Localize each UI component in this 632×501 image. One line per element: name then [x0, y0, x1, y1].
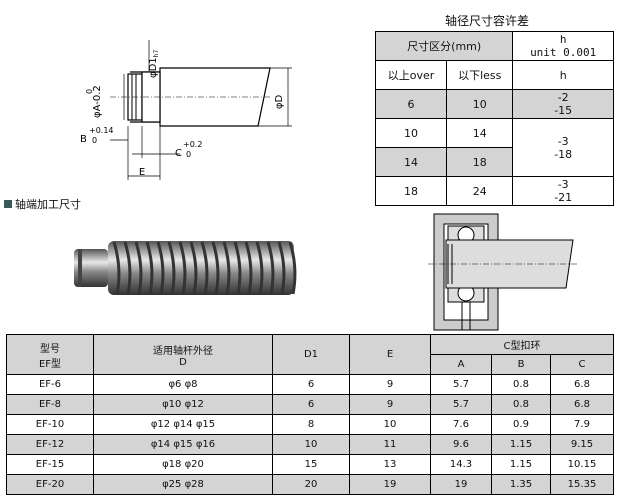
- cell-model: EF-6: [6, 374, 94, 395]
- cell-e: 13: [349, 454, 431, 475]
- ball-screw-image: [74, 241, 297, 295]
- cell-c: 6.8: [550, 374, 614, 395]
- cell-d1: 8: [272, 414, 350, 435]
- cell-shaft: φ25 φ28: [93, 474, 273, 495]
- cell-b: 1.35: [491, 474, 551, 495]
- tolerance-over: 6: [374, 89, 448, 119]
- cell-c: 10.15: [550, 454, 614, 475]
- cell-shaft: φ12 φ14 φ15: [93, 414, 273, 435]
- tolerance-h: -3-21: [512, 176, 614, 206]
- b-zero: 0: [92, 136, 97, 145]
- cell-a: 5.7: [430, 374, 492, 395]
- tolerance-over: 14: [374, 147, 448, 177]
- cell-c: 7.9: [550, 414, 614, 435]
- cell-b: 1.15: [491, 434, 551, 455]
- header-b: B: [491, 354, 551, 375]
- tolerance-over: 18: [374, 176, 448, 206]
- tolerance-h: -3-18: [512, 118, 614, 177]
- d-label: φD: [274, 95, 285, 110]
- e-label: E: [139, 167, 145, 178]
- cell-shaft: φ6 φ8: [93, 374, 273, 395]
- tolerance-sub-less: 以下less: [446, 60, 514, 90]
- d1-label: φD1h7: [148, 50, 160, 78]
- cell-c: 15.35: [550, 474, 614, 495]
- table-row: EF-15 φ18 φ20 15 13 14.3 1.15 10.15: [6, 454, 614, 475]
- cell-d1: 10: [272, 434, 350, 455]
- tolerance-title: 轴径尺寸容许差: [445, 14, 530, 28]
- cell-c: 9.15: [550, 434, 614, 455]
- cell-a: 9.6: [430, 434, 492, 455]
- header-d1: D1: [272, 334, 350, 375]
- cell-shaft: φ10 φ12: [93, 394, 273, 415]
- cell-d1: 20: [272, 474, 350, 495]
- tolerance-less: 10: [446, 89, 514, 119]
- tolerance-over: 10: [374, 118, 448, 148]
- tolerance-sub-over: 以上over: [374, 60, 448, 90]
- a-label: φA-0.2: [92, 85, 103, 118]
- cell-d1: 15: [272, 454, 350, 475]
- tolerance-col-range: 尺寸区分(mm): [374, 31, 514, 61]
- a-zero: 0: [85, 89, 94, 94]
- header-c: C: [550, 354, 614, 375]
- cell-e: 10: [349, 414, 431, 435]
- cell-shaft: φ14 φ15 φ16: [93, 434, 273, 455]
- cell-a: 14.3: [430, 454, 492, 475]
- header-a: A: [430, 354, 492, 375]
- square-bullet-icon: [4, 200, 12, 208]
- table-row: EF-20 φ25 φ28 20 19 19 1.35 15.35: [6, 474, 614, 495]
- tolerance-less: 14: [446, 118, 514, 148]
- section-label-text: 轴端加工尺寸: [15, 198, 81, 211]
- header-e: E: [349, 334, 431, 375]
- c-zero: 0: [186, 150, 191, 159]
- cell-b: 0.8: [491, 374, 551, 395]
- tolerance-less: 18: [446, 147, 514, 177]
- cell-c: 6.8: [550, 394, 614, 415]
- cell-model: EF-10: [6, 414, 94, 435]
- section-label: 轴端加工尺寸: [4, 196, 81, 212]
- c-tol: +0.2: [183, 140, 202, 149]
- bearing-section-drawing: [428, 213, 578, 331]
- cell-a: 5.7: [430, 394, 492, 415]
- cell-b: 1.15: [491, 454, 551, 475]
- table-row: EF-6 φ6 φ8 6 9 5.7 0.8 6.8: [6, 374, 614, 395]
- cell-model: EF-8: [6, 394, 94, 415]
- cell-shaft: φ18 φ20: [93, 454, 273, 475]
- table-row: EF-12 φ14 φ15 φ16 10 11 9.6 1.15 9.15: [6, 434, 614, 455]
- cell-a: 7.6: [430, 414, 492, 435]
- cell-model: EF-20: [6, 474, 94, 495]
- tolerance-h: -2-15: [512, 89, 614, 119]
- cell-e: 11: [349, 434, 431, 455]
- cell-e: 19: [349, 474, 431, 495]
- table-row: EF-8 φ10 φ12 6 9 5.7 0.8 6.8: [6, 394, 614, 415]
- shaft-end-drawing: φD φD1h7 φA-0.2 0 B +0.14 0 C +0.2 0 E: [80, 40, 292, 180]
- tolerance-sub-h: h: [512, 60, 614, 90]
- cell-model: EF-15: [6, 454, 94, 475]
- cell-model: EF-12: [6, 434, 94, 455]
- b-label: B: [80, 134, 87, 145]
- cell-b: 0.8: [491, 394, 551, 415]
- cell-b: 0.9: [491, 414, 551, 435]
- cell-d1: 6: [272, 394, 350, 415]
- cell-e: 9: [349, 394, 431, 415]
- cell-d1: 6: [272, 374, 350, 395]
- c-label: C: [175, 148, 182, 159]
- tolerance-less: 24: [446, 176, 514, 206]
- header-c-ring: C型扣环: [430, 334, 614, 355]
- cell-e: 9: [349, 374, 431, 395]
- b-tol: +0.14: [89, 126, 114, 135]
- cell-a: 19: [430, 474, 492, 495]
- table-row: EF-10 φ12 φ14 φ15 8 10 7.6 0.9 7.9: [6, 414, 614, 435]
